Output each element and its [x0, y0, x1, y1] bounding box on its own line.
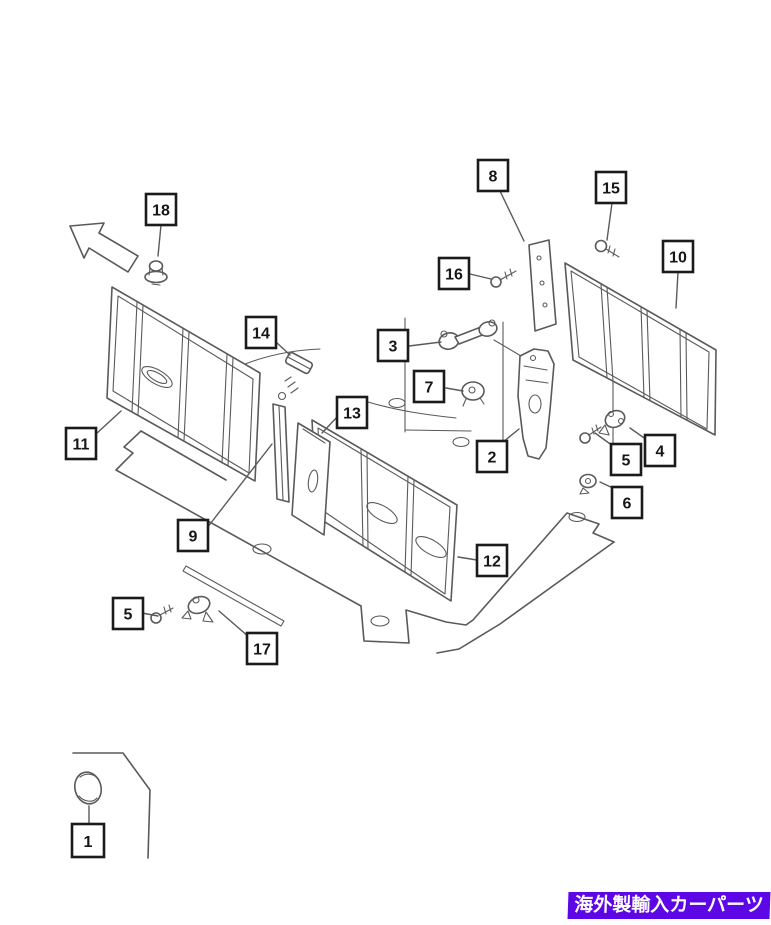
screw-5-right-icon [579, 424, 602, 444]
callout-label: 9 [189, 529, 198, 546]
callout-13: 13 [335, 395, 369, 430]
callout-label: 18 [152, 203, 170, 220]
callout-label: 8 [489, 169, 498, 186]
part-latch-2 [517, 348, 555, 460]
part-grommet-18 [144, 260, 168, 286]
callout-5-left: 5 [111, 596, 145, 631]
direction-arrow-icon [69, 222, 139, 273]
screw-15-icon [594, 239, 620, 258]
panel-left [106, 286, 261, 482]
callout-label: 14 [252, 326, 270, 343]
callout-9: 9 [176, 518, 210, 553]
part-plate-8 [528, 239, 557, 332]
promo-banner-text: 海外製輸入カーパーツ [573, 895, 765, 916]
callout-label: 15 [602, 181, 620, 198]
callout-2: 2 [475, 439, 509, 474]
callout-label: 12 [483, 554, 501, 571]
callout-label: 4 [656, 444, 665, 461]
callout-label: 11 [73, 437, 90, 454]
callout-label: 17 [253, 642, 271, 659]
panel-right [564, 262, 717, 436]
part-plug-1 [72, 752, 151, 859]
callout-11: 11 [64, 426, 98, 461]
part-filler-panel [291, 422, 331, 536]
screw-16-icon [490, 268, 517, 288]
callout-17: 17 [245, 631, 279, 666]
callout-15: 15 [594, 170, 628, 205]
part-pillar [272, 376, 299, 503]
callout-10: 10 [661, 239, 695, 274]
callout-14: 14 [244, 315, 278, 350]
part-bracket-17 [181, 565, 285, 627]
panel-middle [311, 419, 458, 602]
callout-label: 13 [343, 406, 361, 423]
callout-label: 1 [84, 834, 93, 851]
callout-12: 12 [475, 543, 509, 578]
callout-18: 18 [144, 192, 178, 227]
part-hinge-4 [598, 409, 626, 436]
part-clip-14 [284, 351, 314, 375]
callout-label: 5 [622, 453, 631, 470]
callout-5-right: 5 [609, 442, 643, 477]
callout-label: 2 [488, 450, 497, 467]
callout-label: 16 [445, 267, 463, 284]
part-clip-6 [579, 473, 597, 495]
callout-label: 3 [389, 339, 398, 356]
callout-3: 3 [376, 328, 410, 363]
callout-1: 1 [70, 822, 106, 859]
callout-6: 6 [610, 485, 644, 520]
callout-label: 6 [623, 496, 632, 513]
callout-8: 8 [476, 158, 510, 193]
callout-label: 7 [425, 380, 434, 397]
callout-16: 16 [437, 256, 471, 291]
screw-5-left-icon [150, 604, 174, 624]
part-hinge-3 [438, 319, 522, 357]
callout-7: 7 [412, 369, 446, 404]
callout-4: 4 [643, 433, 677, 468]
promo-banner: 海外製輸入カーパーツ [567, 892, 771, 919]
part-clip-7 [461, 381, 485, 407]
callout-label: 10 [669, 250, 687, 267]
callout-label: 5 [124, 607, 133, 624]
